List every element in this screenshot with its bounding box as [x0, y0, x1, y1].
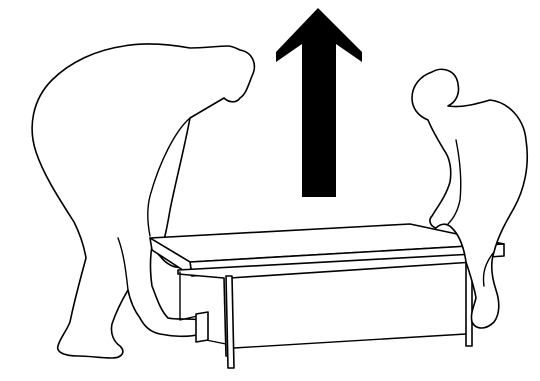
table-bottom-rail	[234, 334, 466, 348]
table-foot-block	[196, 312, 208, 342]
left-person-figure	[32, 44, 254, 358]
table	[150, 224, 504, 368]
table-leg-front-left	[226, 276, 234, 368]
table-apron	[178, 254, 474, 356]
up-arrow-icon	[276, 8, 362, 197]
left-person-body	[32, 44, 254, 358]
